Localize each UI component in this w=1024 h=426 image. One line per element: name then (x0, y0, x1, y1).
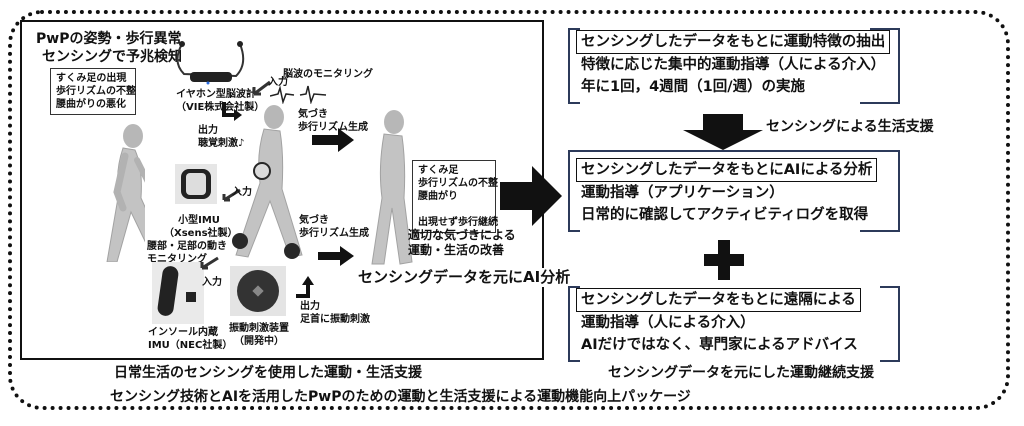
input-label: 入力 (232, 187, 252, 198)
block-line: 運動指導（アプリケーション） (581, 185, 784, 201)
brainwave-signal-icon (270, 85, 327, 104)
right-arrow-icon (312, 128, 354, 152)
result-item: 歩行リズムの不整 (418, 178, 498, 189)
symptom-item: 歩行リズムの不整 (56, 86, 136, 97)
earphone-eeg-device-icon (176, 41, 245, 85)
label-line: 歩行リズム生成 (299, 228, 369, 239)
life-support-label: センシングによる生活支援 (766, 119, 934, 135)
intensive-guidance-content: センシングしたデータをもとに運動特徴の抽出 特徴に応じた集中的運動指導（人による… (576, 30, 891, 98)
block-line: AIだけではなく、専門家によるアドバイス (581, 337, 858, 353)
label-line: 聴覚刺激♪ (198, 138, 245, 149)
block-line: 特徴に応じた集中的運動指導（人による介入） (581, 57, 886, 73)
input-arrow-icon (222, 188, 241, 202)
walking-person-figure (106, 124, 145, 262)
walking-person-figure (371, 110, 413, 265)
audio-output-label: 出力 聴覚刺激♪ (198, 124, 244, 150)
right-panel-caption: センシングデータを元にした運動継続支援 (608, 365, 874, 381)
result-item: 腰曲がり (418, 191, 458, 202)
down-arrow-icon (683, 114, 763, 150)
input-arrow-icon (200, 256, 219, 270)
label-line: （VIE株式会社製） (176, 102, 265, 113)
symptom-item: すくみ足の出現 (56, 73, 127, 84)
insole-label: インソール内蔵 IMU（NEC社製） (148, 326, 232, 352)
right-arrow-icon (318, 246, 354, 266)
plus-icon (704, 240, 744, 280)
output-arrow-icon (222, 102, 242, 121)
brainwave-monitoring-label: 脳波のモニタリング (283, 69, 373, 80)
left-panel-caption: 日常生活のセンシングを使用した運動・生活支援 (114, 365, 422, 381)
awareness-bottom-label: 気づき 歩行リズム生成 (299, 214, 369, 240)
label-line: 適切な気づきによる (408, 228, 516, 242)
insole-imu-photo (152, 262, 204, 324)
label-line: 振動刺激装置 (229, 323, 289, 334)
label-line: インソール内蔵 (148, 327, 218, 338)
block-line: 運動指導（人による介入） (581, 315, 755, 331)
result-item: すくみ足 (418, 165, 459, 176)
intensive-guidance-block (568, 27, 900, 105)
result-item: 出現せず歩行継続 (418, 217, 498, 228)
package-caption: センシング技術とAIを活用したPwPのための運動と生活支援による運動機能向上パッ… (110, 389, 691, 405)
ai-analysis-block (568, 150, 900, 233)
block-highlight: センシングしたデータをもとに遠隔による (576, 288, 861, 312)
result-box: すくみ足 歩行リズムの不整 腰曲がり 出現せず歩行継続 (412, 160, 498, 233)
motion-monitoring-label: 腰部・足部の動き モニタリング (147, 240, 227, 266)
improvement-label: 適切な気づきによる 運動・生活の改善 (408, 228, 516, 258)
label-line: IMU（NEC社製） (148, 340, 233, 351)
label-line: 運動・生活の改善 (408, 243, 505, 257)
label-line: 歩行リズム生成 (298, 122, 368, 133)
input-label: 入力 (202, 277, 222, 288)
symptom-item: 腰曲がりの悪化 (56, 99, 126, 110)
ai-analysis-label: センシングデータを元にAI分析 (356, 268, 573, 287)
input-label: 入力 (268, 77, 288, 88)
label-line: 出力 (300, 301, 320, 312)
ai-analysis-content: センシングしたデータをもとにAIによる分析 運動指導（アプリケーション） 日常的… (576, 158, 878, 226)
label-line: （開発中） (234, 336, 284, 347)
vibration-output-label: 出力 足首に振動刺激 (300, 300, 370, 326)
imu-label: 小型IMU （Xsens社製） (164, 214, 238, 240)
panel-title: PwPの姿勢・歩行異常 センシングで予兆検知 (36, 30, 182, 66)
big-right-arrow-icon (500, 166, 562, 226)
awareness-top-label: 気づき 歩行リズム生成 (298, 108, 368, 134)
label-line: 出力 (198, 125, 218, 136)
block-line: 日常的に確認してアクティビティログを取得 (581, 207, 869, 223)
earphone-label: イヤホン型脳波計 （VIE株式会社製） (176, 88, 265, 114)
symptom-box: すくみ足の出現 歩行リズムの不整 腰曲がりの悪化 (50, 68, 136, 115)
vibration-device-photo (230, 266, 286, 316)
label-line: イヤホン型脳波計 (176, 89, 256, 100)
label-line: 気づき (299, 215, 329, 226)
title-line: センシングで予兆検知 (42, 49, 182, 65)
label-line: 小型IMU (178, 215, 220, 226)
label-line: （Xsens社製） (164, 228, 238, 239)
input-arrow-icon (252, 80, 271, 96)
xsens-imu-photo (175, 164, 217, 204)
title-line: PwPの姿勢・歩行異常 (36, 31, 182, 47)
block-highlight: センシングしたデータをもとに運動特徴の抽出 (576, 30, 891, 54)
remote-guidance-block (568, 285, 900, 363)
label-line: 腰部・足部の動き (147, 241, 227, 252)
package-frame (8, 10, 1010, 410)
label-line: 足首に振動刺激 (300, 314, 370, 325)
output-arrow-icon (296, 276, 314, 298)
block-highlight: センシングしたデータをもとにAIによる分析 (576, 158, 878, 182)
block-line: 年に1回，4週間（1回/週）の実施 (581, 79, 806, 95)
label-line: 気づき (298, 109, 328, 120)
label-line: モニタリング (147, 254, 207, 265)
walking-person-figure (232, 105, 303, 259)
remote-guidance-content: センシングしたデータをもとに遠隔による 運動指導（人による介入） AIだけではな… (576, 288, 861, 356)
vibration-device-label: 振動刺激装置 （開発中） (228, 322, 290, 348)
